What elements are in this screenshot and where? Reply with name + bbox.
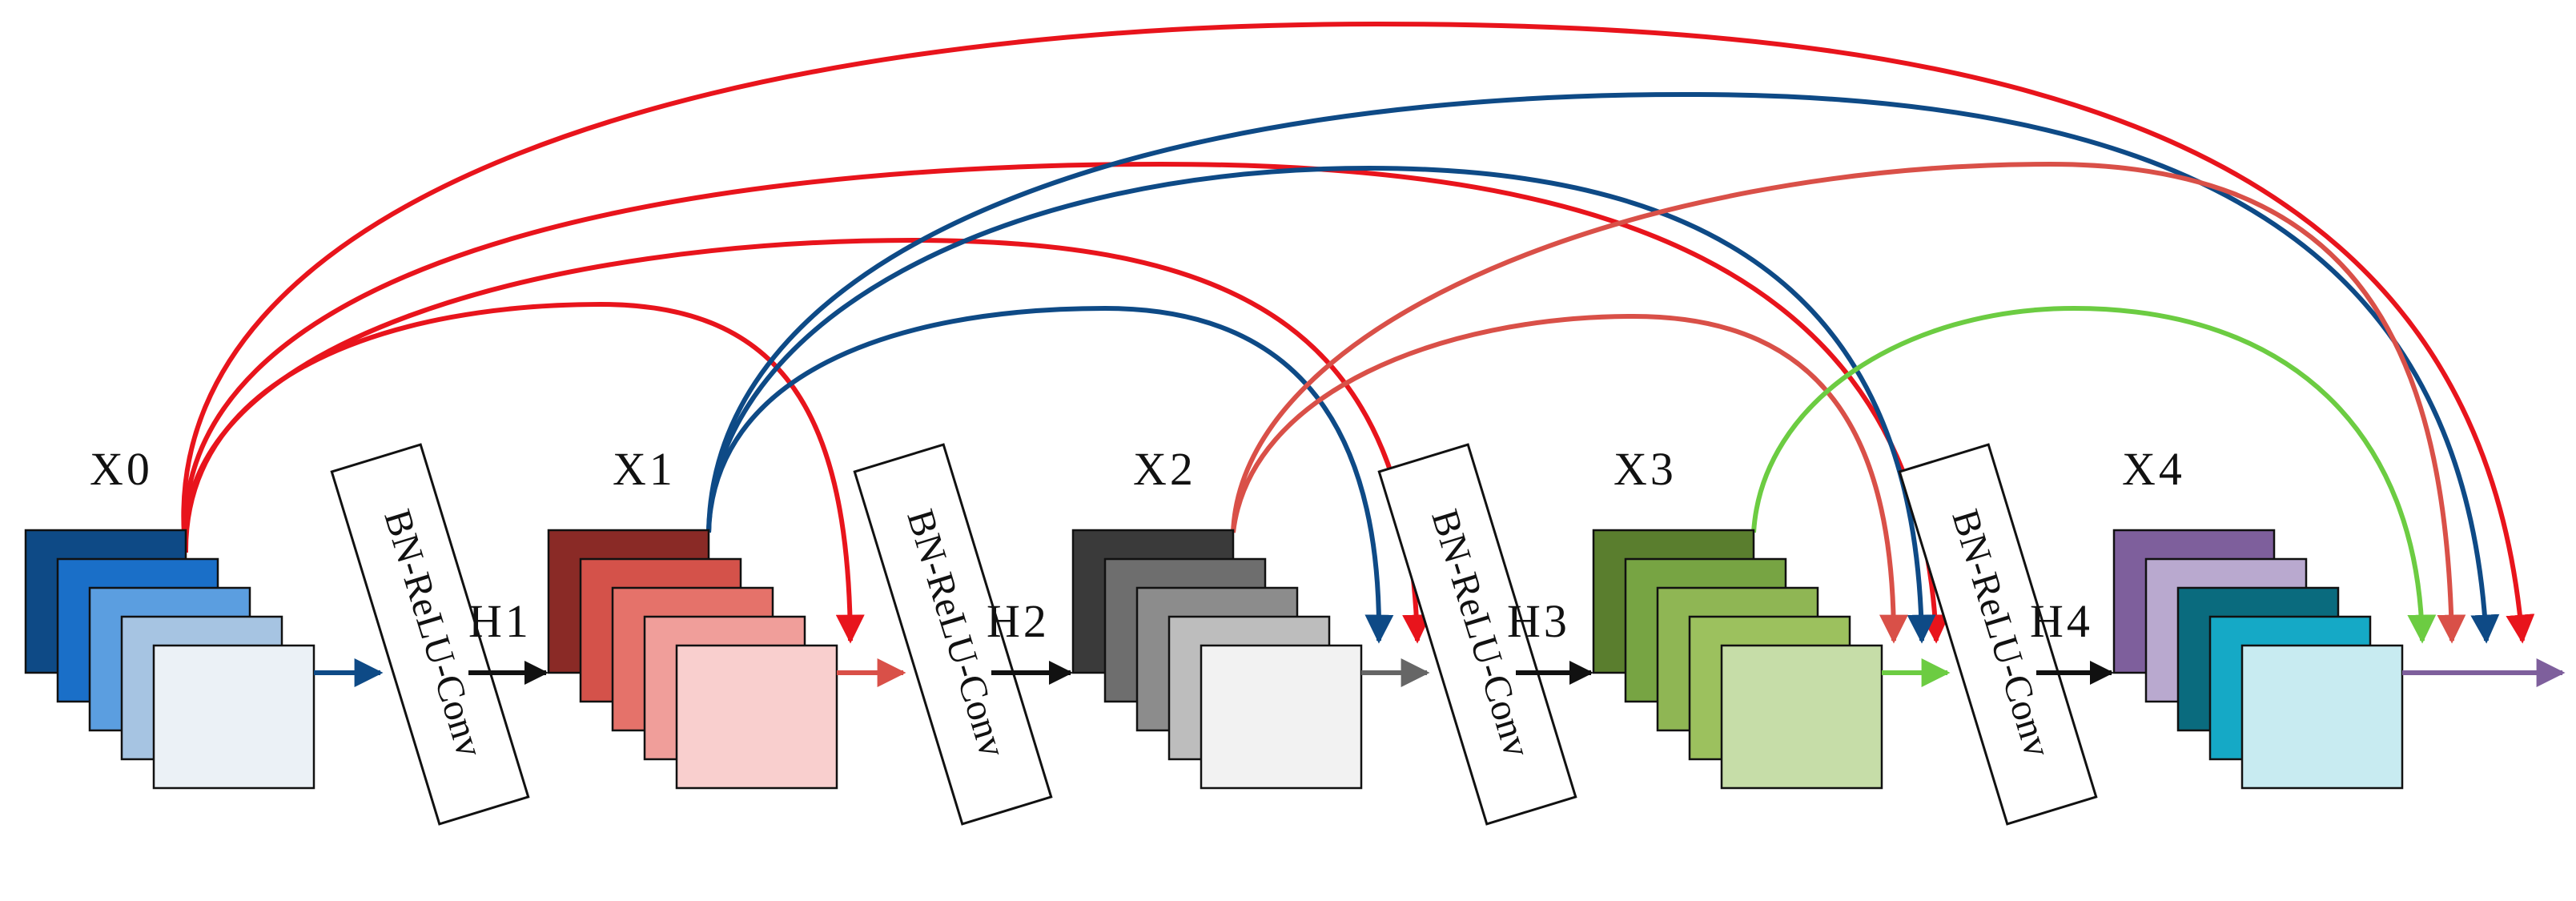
block-label-x2: X2 xyxy=(1133,443,1196,495)
bn-relu-conv-box-3 xyxy=(1377,443,1577,826)
skip-connections xyxy=(181,21,2535,644)
bn-relu-conv-box-2 xyxy=(853,443,1053,826)
block-x4: X4 xyxy=(2112,443,2404,790)
skip-x2-to-x3 xyxy=(1231,313,1908,644)
h-label-2: H2 xyxy=(987,595,1050,647)
h-label-3: H3 xyxy=(1507,595,1570,647)
skip-x1-to-x3 xyxy=(706,165,1936,644)
bn-relu-conv-box-4 xyxy=(1898,443,2098,826)
block-x3: X3 xyxy=(1592,443,1883,790)
skip-x3-to-x4 xyxy=(1751,305,2437,644)
x4-square-5 xyxy=(2240,644,2404,790)
block-x0: X0 xyxy=(24,443,315,790)
skip-x0-to-x1 xyxy=(183,301,865,644)
h-label-4: H4 xyxy=(2030,595,2093,647)
x0-square-5 xyxy=(152,644,315,790)
block-label-x0: X0 xyxy=(90,443,153,495)
block-x2: X2 xyxy=(1071,443,1363,790)
skip-x2-to-x4 xyxy=(1231,161,2466,644)
transition-h3: BN-ReLU-Conv H3 xyxy=(1377,443,1593,826)
transition-h2: BN-ReLU-Conv H2 xyxy=(853,443,1073,826)
skip-x1-to-x4 xyxy=(706,91,2500,644)
bn-relu-conv-box-1 xyxy=(330,443,530,826)
x1-square-5 xyxy=(675,644,838,790)
block-x1: X1 xyxy=(547,443,838,790)
block-label-x4: X4 xyxy=(2122,443,2185,495)
transition-h4: BN-ReLU-Conv H4 xyxy=(1898,443,2114,826)
skip-x1-to-x2 xyxy=(706,305,1394,644)
skip-x0-to-x4 xyxy=(181,21,2535,644)
x2-square-5 xyxy=(1200,644,1363,790)
block-label-x1: X1 xyxy=(613,443,676,495)
skip-x0-to-x3 xyxy=(182,161,1950,644)
h-label-1: H1 xyxy=(468,595,532,647)
x3-square-5 xyxy=(1720,644,1883,790)
block-label-x3: X3 xyxy=(1614,443,1677,495)
transition-h1: BN-ReLU-Conv H1 xyxy=(330,443,549,826)
